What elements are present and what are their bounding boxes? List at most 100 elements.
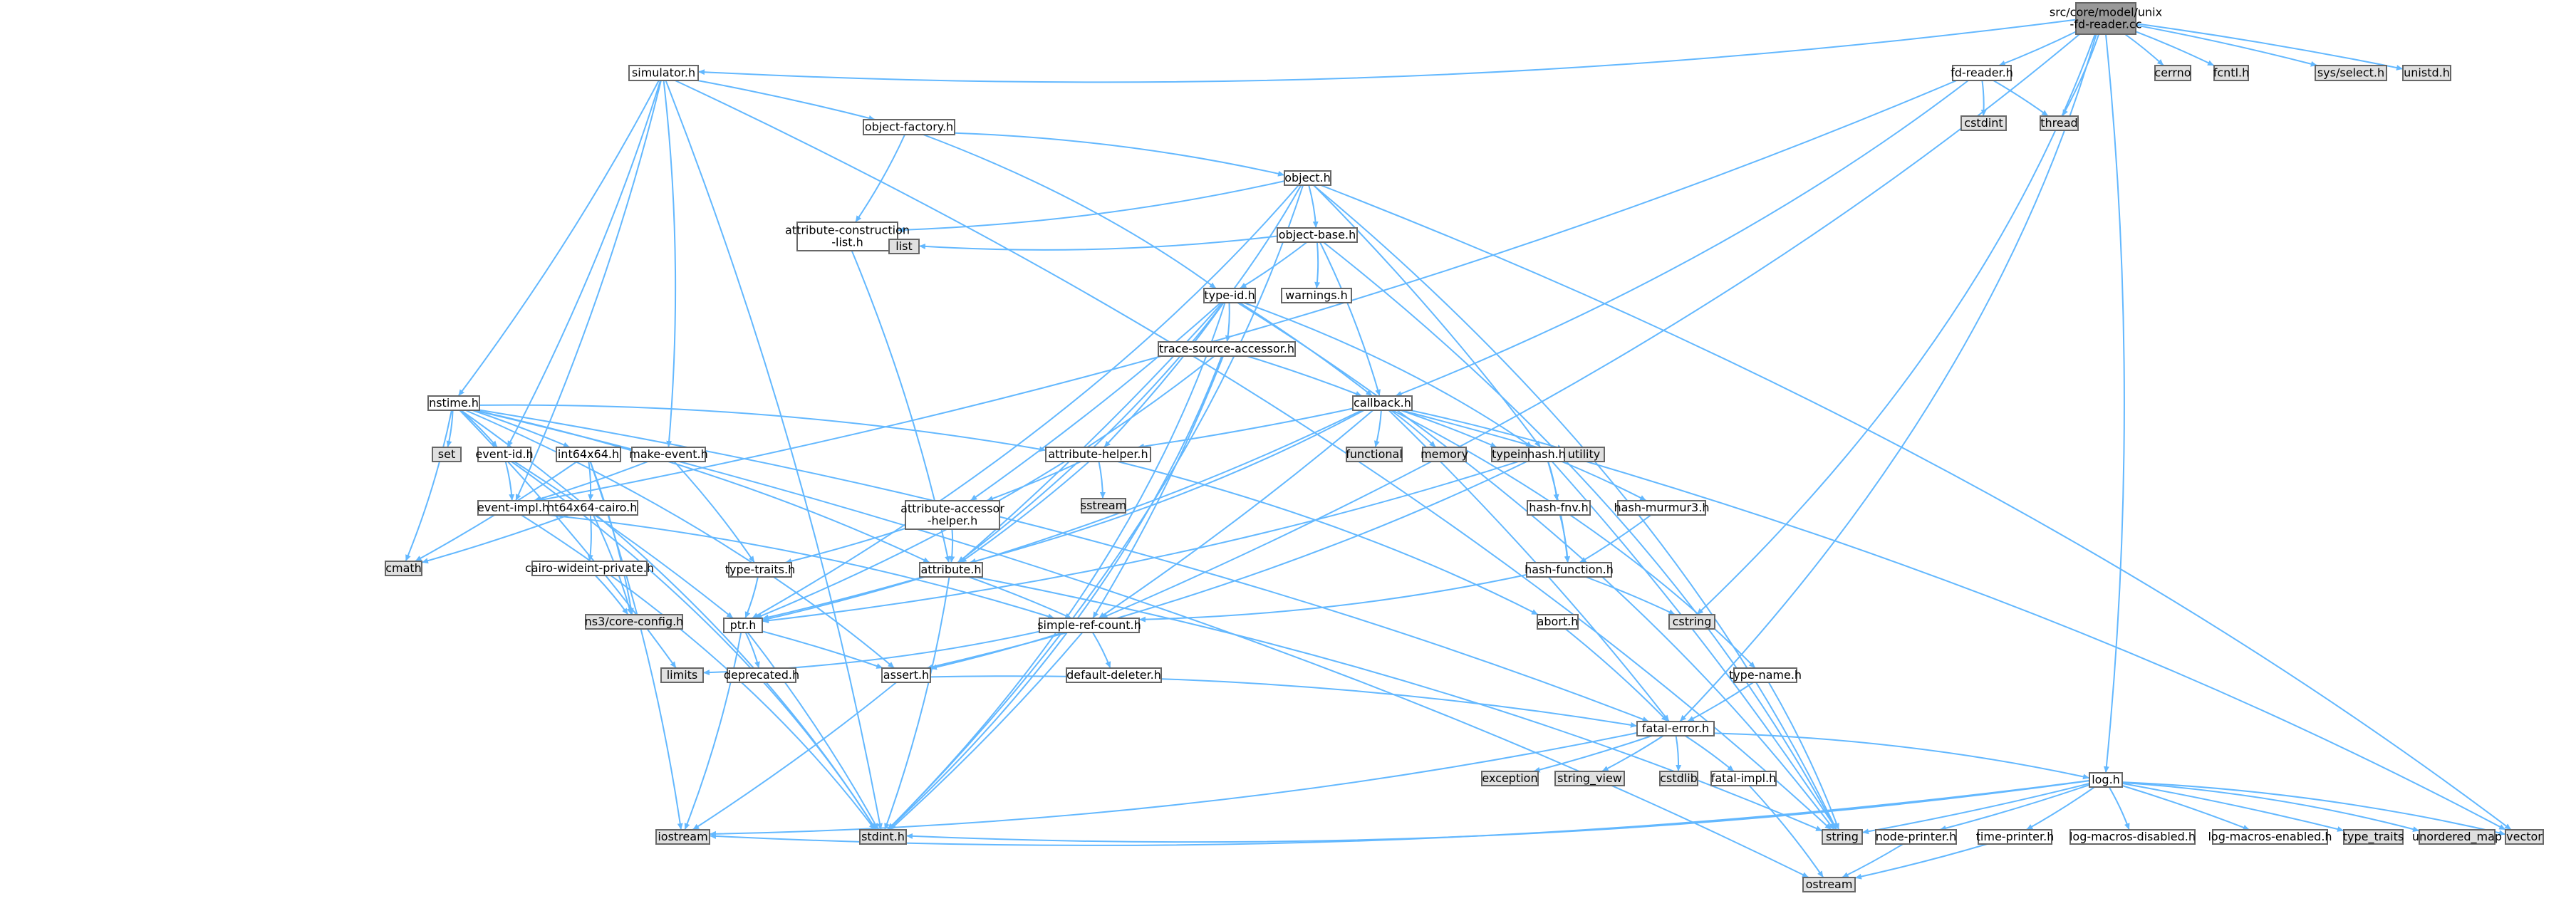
edge-nstime-to-int64x64 bbox=[472, 410, 571, 448]
edge-log-to-logenabled bbox=[2121, 785, 2250, 830]
node-type_traits: type_traits bbox=[2343, 829, 2404, 845]
node-attrhelper[interactable]: attribute-helper.h bbox=[1045, 447, 1151, 462]
node-object[interactable]: object.h bbox=[1284, 170, 1331, 186]
node-box bbox=[1554, 771, 1625, 786]
node-box bbox=[919, 562, 983, 578]
edge-eventid-to-eventimpl bbox=[504, 461, 515, 501]
edge-objbase-to-list bbox=[918, 235, 1278, 251]
edge-object-to-attrconst bbox=[897, 180, 1285, 233]
node-logenabled[interactable]: log-macros-enabled.h bbox=[2208, 829, 2332, 845]
edge-typeid-to-string bbox=[1237, 302, 1835, 830]
edge-assert-to-fatalerror bbox=[930, 675, 1638, 728]
node-label: warnings.h bbox=[1285, 288, 1348, 302]
node-defdeleter[interactable]: default-deleter.h bbox=[1066, 667, 1162, 683]
node-label: -list.h bbox=[831, 236, 863, 249]
node-assert[interactable]: assert.h bbox=[881, 667, 931, 683]
edge-root-to-log bbox=[2103, 33, 2125, 774]
edge-attrhelper-to-abort bbox=[1117, 461, 1539, 615]
node-fatalimpl[interactable]: fatal-impl.h bbox=[1710, 771, 1777, 786]
edge-object-to-objbase bbox=[1308, 184, 1319, 229]
node-fatalerror[interactable]: fatal-error.h bbox=[1636, 721, 1715, 736]
node-nodeprinter[interactable]: node-printer.h bbox=[1875, 829, 1957, 845]
node-timeprinter[interactable]: time-printer.h bbox=[1976, 829, 2055, 845]
node-box bbox=[1659, 771, 1698, 786]
node-makeevent[interactable]: make-event.h bbox=[629, 447, 708, 462]
node-box bbox=[556, 447, 621, 462]
node-hashfunc[interactable]: hash-function.h bbox=[1525, 562, 1614, 578]
node-label: simple-ref-count.h bbox=[1037, 618, 1141, 632]
node-box bbox=[477, 447, 531, 462]
node-label: deprecated.h bbox=[724, 668, 799, 682]
node-box bbox=[1277, 227, 1358, 243]
node-hashfnv[interactable]: hash-fnv.h bbox=[1527, 500, 1591, 516]
edge-makeevent-to-eventimpl bbox=[534, 461, 648, 502]
node-box bbox=[881, 667, 931, 683]
node-int64cairo[interactable]: int64x64-cairo.h bbox=[543, 500, 638, 516]
edge-simulator-to-objfactory bbox=[697, 80, 876, 121]
node-box bbox=[1668, 614, 1715, 630]
edge-attrhelper-to-attribute bbox=[960, 461, 1090, 563]
node-box bbox=[859, 829, 907, 845]
edge-nstime-to-ostream bbox=[474, 410, 1809, 878]
node-label: ns3/core-config.h bbox=[585, 615, 684, 628]
node-fdreader[interactable]: fd-reader.h bbox=[1951, 65, 2013, 81]
node-box bbox=[2505, 829, 2544, 845]
node-functional: functional bbox=[1346, 447, 1403, 462]
node-box bbox=[631, 447, 706, 462]
node-attrconst[interactable]: attribute-construction-list.h bbox=[785, 222, 910, 251]
node-label: int64x64-cairo.h bbox=[544, 501, 638, 514]
node-box bbox=[2213, 65, 2249, 81]
node-typetraits[interactable]: type-traits.h bbox=[725, 562, 795, 578]
node-tsa[interactable]: trace-source-accessor.h bbox=[1158, 341, 1296, 357]
node-ptr[interactable]: ptr.h bbox=[723, 618, 763, 633]
node-callback[interactable]: callback.h bbox=[1352, 395, 1413, 411]
node-eventid[interactable]: event-id.h bbox=[475, 447, 534, 462]
node-cerrno: cerrno bbox=[2154, 65, 2191, 81]
node-cairowide[interactable]: cairo-wideint-private.h bbox=[525, 561, 654, 576]
node-label: -fd-reader.cc bbox=[2070, 18, 2142, 31]
node-objfactory[interactable]: object-factory.h bbox=[863, 119, 955, 135]
node-objbase[interactable]: object-base.h bbox=[1277, 227, 1358, 243]
node-simulator[interactable]: simulator.h bbox=[628, 65, 699, 81]
edge-ptr-to-stdint bbox=[747, 632, 879, 830]
node-nstime[interactable]: nstime.h bbox=[427, 395, 480, 411]
node-box bbox=[585, 614, 683, 630]
node-abort[interactable]: abort.h bbox=[1537, 614, 1579, 630]
node-label: unordered_map bbox=[2412, 830, 2502, 844]
node-label: abort.h bbox=[1537, 615, 1579, 628]
node-hashmurmur[interactable]: hash-murmur3.h bbox=[1614, 500, 1710, 516]
node-box bbox=[1481, 771, 1539, 786]
node-root[interactable]: src/core/model/unix-fd-reader.cc bbox=[2050, 2, 2162, 35]
node-typeid[interactable]: type-id.h bbox=[1203, 288, 1256, 303]
node-int64x64[interactable]: int64x64.h bbox=[556, 447, 621, 462]
edge-fdreader-to-cstdint bbox=[1980, 80, 1987, 117]
node-attracc[interactable]: attribute-accessor-helper.h bbox=[900, 500, 1004, 530]
node-deprecated[interactable]: deprecated.h bbox=[724, 667, 799, 683]
node-simplerefcount[interactable]: simple-ref-count.h bbox=[1037, 618, 1141, 633]
node-label: iostream bbox=[658, 830, 707, 843]
node-stdint: stdint.h bbox=[859, 829, 907, 845]
node-label: time-printer.h bbox=[1976, 830, 2055, 843]
edge-hashmurmur-to-hashfunc bbox=[1579, 514, 1652, 563]
node-thread: thread bbox=[2040, 115, 2079, 131]
edge-makeevent-to-typetraits bbox=[673, 461, 755, 563]
node-log[interactable]: log.h bbox=[2089, 772, 2123, 788]
node-logdisabled[interactable]: log-macros-disabled.h bbox=[2069, 829, 2196, 845]
node-hash[interactable]: hash.h bbox=[1527, 447, 1566, 462]
node-label: ptr.h bbox=[730, 618, 757, 632]
node-string: string bbox=[1822, 829, 1863, 845]
node-box bbox=[2040, 115, 2079, 131]
edge-timeprinter-to-ostream bbox=[1854, 843, 1988, 880]
edge-root-to-fatalerror bbox=[1679, 33, 2097, 722]
edge-attribute-to-simplerefcount bbox=[968, 576, 1072, 619]
node-box bbox=[655, 829, 710, 845]
edge-simulator-to-nstime bbox=[457, 80, 660, 397]
node-box bbox=[1352, 395, 1413, 411]
edge-attribute-to-stdint bbox=[884, 576, 950, 830]
edge-attrhelper-to-attracc bbox=[986, 461, 1081, 501]
node-attribute[interactable]: attribute.h bbox=[919, 562, 983, 578]
node-label: type-id.h bbox=[1204, 288, 1255, 302]
node-warnings[interactable]: warnings.h bbox=[1281, 288, 1352, 303]
node-typename[interactable]: type-name.h bbox=[1729, 667, 1802, 683]
node-eventimpl[interactable]: event-impl.h bbox=[477, 500, 549, 516]
